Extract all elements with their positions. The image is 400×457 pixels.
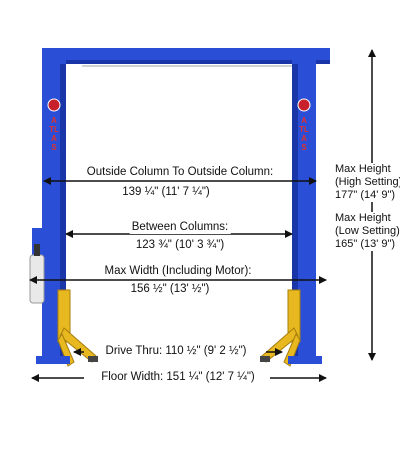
- max-height-low: Max Height (Low Setting) 165" (13' 9"): [333, 212, 400, 251]
- left-base-plate: [36, 356, 70, 364]
- max-height-high-line1: Max Height: [335, 163, 391, 175]
- max-height-high-value: 177" (14' 9"): [335, 189, 396, 201]
- max-width-value: 156 ½" (13' ½"): [128, 283, 212, 296]
- outside-columns-value: 139 ¼" (11' 7 ¼"): [120, 186, 212, 199]
- right-column-brand: ATLAS: [299, 116, 309, 152]
- left-column-brand: ATLAS: [49, 116, 59, 152]
- max-height-high-line2: (High Setting): [335, 176, 400, 188]
- outside-columns-label: Outside Column To Outside Column:: [84, 166, 276, 179]
- power-unit: [29, 228, 45, 304]
- right-logo-icon: [297, 98, 311, 112]
- max-width-label: Max Width (Including Motor):: [102, 265, 254, 278]
- max-height-high: Max Height (High Setting) 177" (14' 9"): [333, 163, 400, 202]
- floor-width-label: Floor Width: 151 ¼" (12' 7 ¼"): [99, 371, 257, 384]
- max-height-low-line1: Max Height: [335, 212, 391, 224]
- drive-thru-label: Drive Thru: 110 ½" (9' 2 ½"): [103, 345, 249, 358]
- max-height-low-line2: (Low Setting): [335, 225, 400, 237]
- right-base-plate: [288, 356, 322, 364]
- between-columns-label: Between Columns:: [129, 221, 231, 234]
- between-columns-value: 123 ¾" (10' 3 ¾"): [133, 239, 227, 252]
- left-logo-icon: [47, 98, 61, 112]
- max-height-low-value: 165" (13' 9"): [335, 238, 396, 250]
